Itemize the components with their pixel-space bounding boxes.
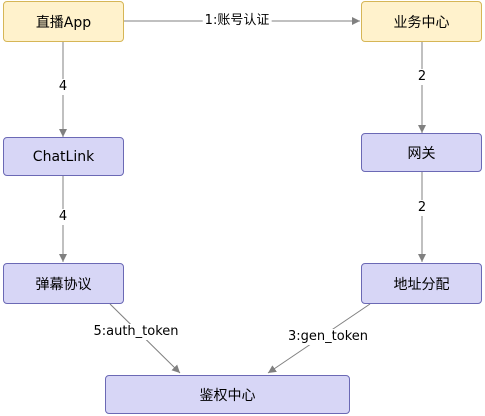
node-chatlink[interactable]: ChatLink xyxy=(3,137,124,176)
node-auth-center[interactable]: 鉴权中心 xyxy=(105,375,350,414)
node-gateway[interactable]: 网关 xyxy=(361,133,482,172)
edge-label-chatlink-to-protocol: 4 xyxy=(56,209,70,225)
node-live-app[interactable]: 直播App xyxy=(3,1,124,42)
node-auth-center-label: 鉴权中心 xyxy=(199,387,256,404)
node-business-center-label: 业务中心 xyxy=(393,14,450,31)
node-danmaku-protocol[interactable]: 弹幕协议 xyxy=(3,263,124,304)
edge-label-app-to-chatlink: 4 xyxy=(56,79,70,95)
node-live-app-label: 直播App xyxy=(35,14,92,31)
edge-label-protocol-to-auth: 5:auth_token xyxy=(91,324,181,340)
edge-label-address-to-auth: 3:gen_token xyxy=(286,329,370,345)
node-gateway-label: 网关 xyxy=(407,145,436,162)
edge-label-account-auth: 1:账号认证 xyxy=(202,13,272,29)
edge-label-gateway-to-address: 2 xyxy=(415,200,429,216)
node-address-dispatch[interactable]: 地址分配 xyxy=(361,263,482,304)
node-business-center[interactable]: 业务中心 xyxy=(361,1,482,42)
node-address-dispatch-label: 地址分配 xyxy=(393,276,450,293)
node-chatlink-label: ChatLink xyxy=(32,148,95,165)
node-danmaku-protocol-label: 弹幕协议 xyxy=(35,276,92,293)
edge-label-business-to-gateway: 2 xyxy=(415,69,429,85)
